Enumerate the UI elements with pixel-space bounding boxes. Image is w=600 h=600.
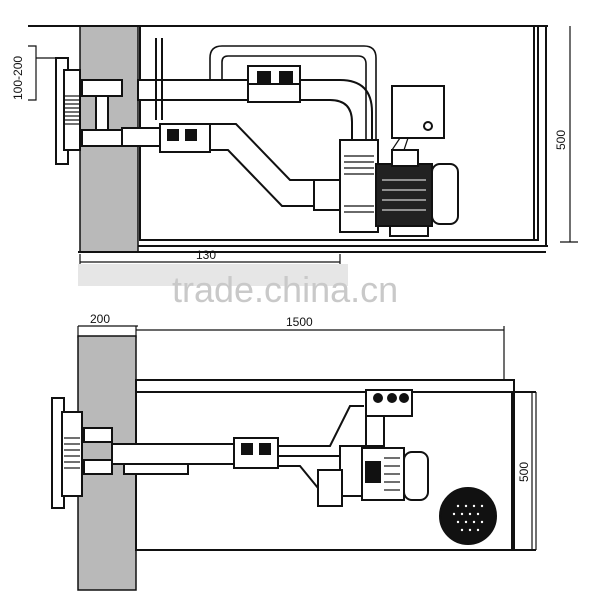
- pump-body-plan: [339, 445, 365, 497]
- upper-pipe: [137, 79, 251, 101]
- bypass-loop: [209, 45, 377, 140]
- dimension-wall-label: 200: [90, 312, 110, 326]
- dimension-bracket-label: 100-200: [11, 56, 25, 100]
- dimension-width-label: 130: [196, 248, 216, 262]
- watermark-text: trade.china.cn: [172, 269, 398, 310]
- lower-pipe: [121, 127, 161, 147]
- main-pipe-plan: [111, 443, 237, 465]
- dimension-length-label: 1500: [286, 315, 313, 329]
- top-elevation-view: [28, 25, 578, 286]
- pump-body: [339, 139, 379, 233]
- control-box: [391, 85, 445, 139]
- pump-motor: [375, 163, 433, 227]
- dimension-height-label-top: 500: [554, 130, 568, 150]
- bottom-plan-view: [51, 325, 537, 591]
- plan-valve: [233, 437, 279, 469]
- dimension-height-label-bottom: 500: [517, 462, 531, 482]
- drain-grate: [439, 487, 497, 545]
